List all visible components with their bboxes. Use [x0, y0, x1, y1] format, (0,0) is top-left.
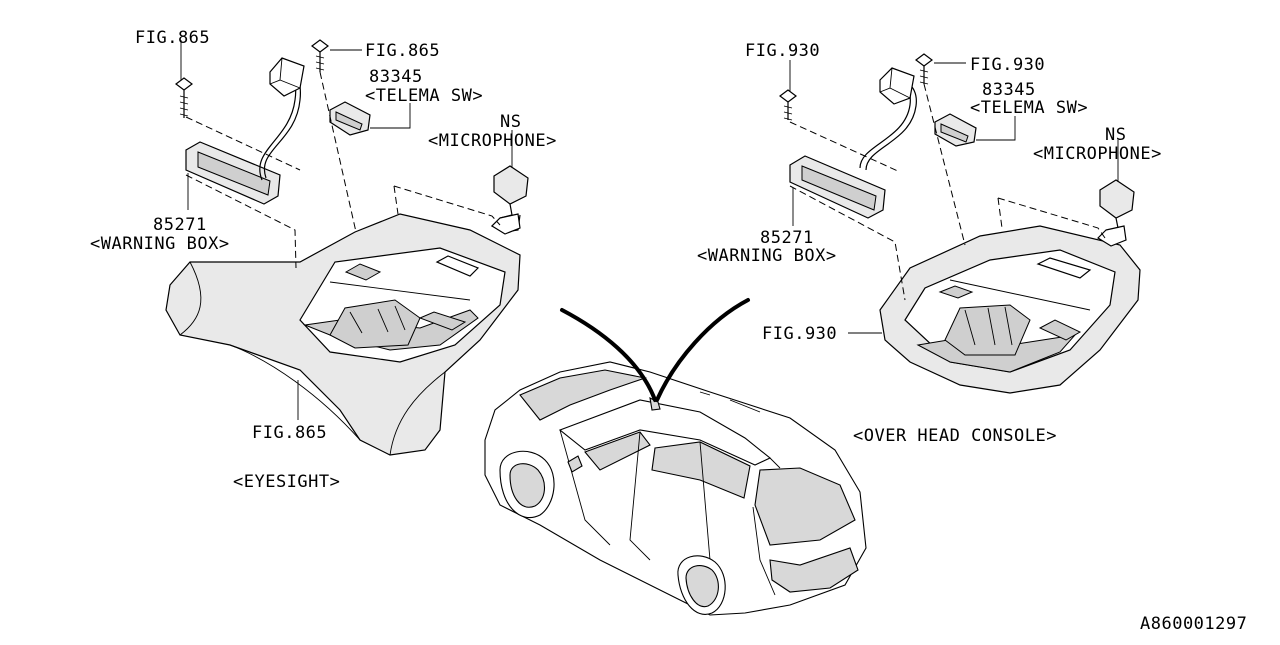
microphone-left: [490, 165, 529, 235]
leader-lines-left: [180, 40, 513, 420]
label-fig-930-screw-b: FIG.930: [970, 55, 1045, 75]
label-telema-sw-right-name: <TELEMA SW>: [970, 98, 1088, 118]
leader-lines-right: [789, 60, 1119, 334]
screw-left-2: [311, 39, 329, 72]
screw-right-2: [915, 53, 933, 85]
label-microphone-right-code: NS: [1105, 125, 1126, 145]
label-fig-865-housing: FIG.865: [252, 423, 327, 443]
caption-eyesight: <EYESIGHT>: [233, 472, 340, 492]
label-warning-box-right-part-no: 85271: [760, 228, 814, 248]
caption-over-head-console: <OVER HEAD CONSOLE>: [853, 426, 1057, 446]
diagram-id: A860001297: [1140, 614, 1247, 634]
label-telema-sw-left-part-no: 83345: [369, 67, 423, 87]
screw-right-1: [779, 89, 797, 121]
label-microphone-left-code: NS: [500, 112, 521, 132]
microphone-right: [1097, 179, 1135, 247]
suv-illustration: [484, 361, 867, 616]
overhead-console: [879, 225, 1141, 394]
label-warning-box-right-name: <WARNING BOX>: [697, 246, 837, 266]
pointer-arrows: [560, 298, 750, 402]
label-microphone-left-name: <MICROPHONE>: [428, 131, 557, 151]
label-fig-930-screw-a: FIG.930: [745, 41, 820, 61]
warning-box-right: [789, 67, 917, 219]
dashed-guides-right: [789, 83, 1106, 301]
label-microphone-right-name: <MICROPHONE>: [1033, 144, 1162, 164]
label-fig-865-screw-a: FIG.865: [135, 28, 210, 48]
screw-left-1: [175, 77, 193, 118]
eyesight-housing: [165, 213, 521, 456]
label-telema-sw-right-part-no: 83345: [982, 80, 1036, 100]
label-warning-box-left-part-no: 85271: [153, 215, 207, 235]
telema-switch-right: [934, 113, 977, 147]
dashed-guides-left: [185, 71, 501, 269]
label-telema-sw-left-name: <TELEMA SW>: [365, 86, 483, 106]
telema-switch-left: [329, 101, 371, 136]
label-warning-box-left-name: <WARNING BOX>: [90, 234, 230, 254]
label-fig-930-console: FIG.930: [762, 324, 837, 344]
warning-box-left: [185, 57, 305, 205]
label-fig-865-screw-b: FIG.865: [365, 41, 440, 61]
